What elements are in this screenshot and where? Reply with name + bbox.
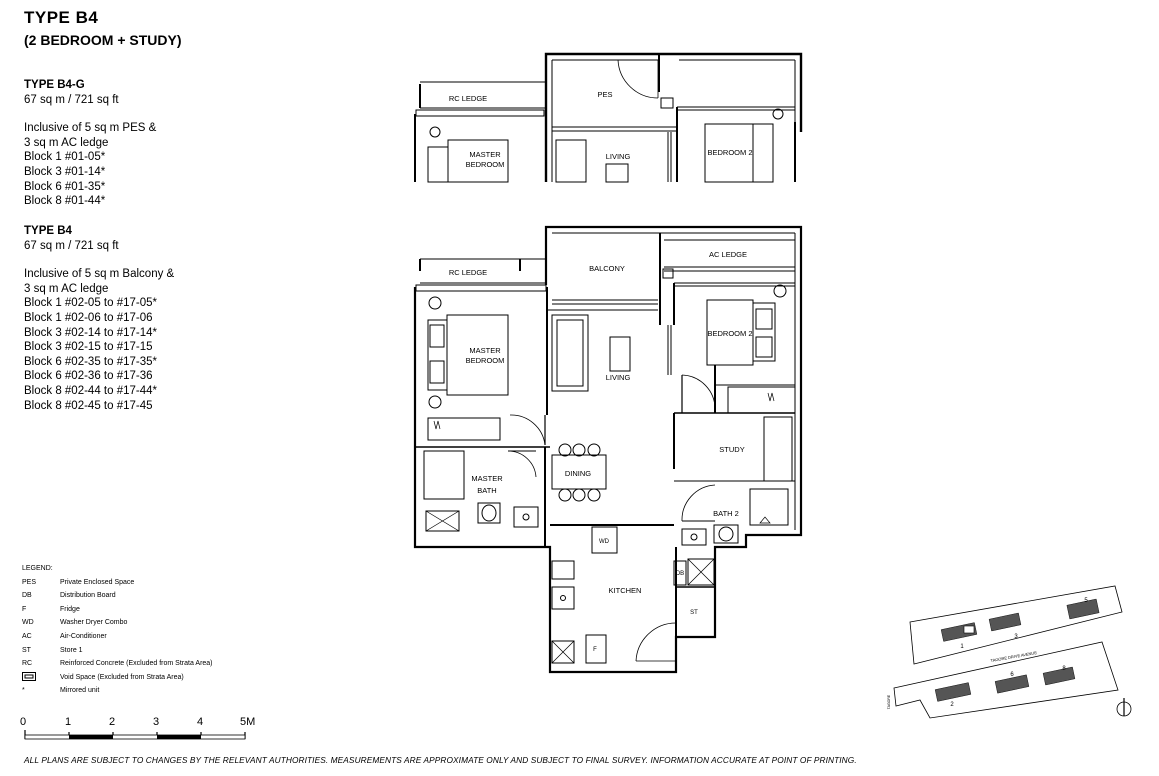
room-label: RC LEDGE: [449, 94, 487, 103]
disclaimer: ALL PLANS ARE SUBJECT TO CHANGES BY THE …: [24, 755, 857, 765]
scale-label: 0: [20, 716, 27, 728]
room-label: DINING: [565, 469, 591, 478]
room-label: BEDROOM: [466, 160, 505, 169]
legend-desc: Mirrored unit: [60, 687, 100, 695]
room-label: BALCONY: [589, 264, 625, 273]
scale-label: 3: [153, 716, 160, 728]
legend-row: AC Air-Conditioner: [22, 630, 213, 644]
scale-ruler: [24, 730, 246, 740]
scale-label: 4: [197, 716, 204, 728]
legend-desc: Distribution Board: [60, 592, 116, 600]
room-label: BATH 2: [713, 509, 739, 518]
block-line: Block 8 #02-44 to #17-44*: [24, 384, 157, 397]
block-line: Block 6 #02-36 to #17-36: [24, 370, 153, 383]
room-label: DB: [676, 571, 684, 577]
block-label: 5: [1084, 598, 1088, 604]
room-label: MASTER: [469, 346, 501, 355]
scale-label: 5M: [240, 716, 256, 728]
unit-info-b4g: TYPE B4-G 67 sq m / 721 sq ft Inclusive …: [24, 78, 156, 209]
legend-key: DB: [22, 592, 32, 600]
unit-note: Inclusive of 5 sq m PES &: [24, 122, 157, 135]
legend-key: ST: [22, 646, 31, 654]
page-subtitle: (2 BEDROOM + STUDY): [24, 32, 182, 48]
legend-row: ST Store 1: [22, 644, 213, 658]
room-label: WD: [599, 539, 610, 545]
legend-row: WD Washer Dryer Combo: [22, 616, 213, 630]
unit-area: 67 sq m / 721 sq ft: [24, 239, 119, 252]
legend-key: F: [22, 605, 27, 613]
block-line: Block 1 #02-06 to #17-06: [24, 311, 153, 324]
legend-key: AC: [22, 632, 32, 640]
block-line: Block 1 #01-05*: [24, 151, 106, 164]
legend-desc: Washer Dryer Combo: [60, 619, 128, 627]
room-label: ST: [690, 610, 698, 616]
floor-plan-b4g: RC LEDGE PES MASTER BEDROOM LIVING BEDRO…: [414, 52, 803, 183]
legend-row: * Mirrored unit: [22, 684, 213, 698]
block-label: 2: [950, 702, 954, 708]
legend-key: WD: [22, 619, 34, 627]
block-line: Block 8 #01-44*: [24, 195, 106, 208]
legend-key: *: [22, 687, 25, 695]
legend-row: F Fridge: [22, 603, 213, 617]
unit-highlight: [963, 625, 975, 634]
legend-desc: Reinforced Concrete (Excluded from Strat…: [60, 660, 213, 668]
room-label: KITCHEN: [609, 586, 642, 595]
unit-note: Inclusive of 5 sq m Balcony &: [24, 268, 175, 281]
legend: LEGEND: PES Private Enclosed Space DB Dist…: [22, 562, 213, 698]
room-label: RC LEDGE: [449, 268, 487, 277]
room-label: MASTER: [469, 150, 501, 159]
room-label: BEDROOM 2: [707, 148, 752, 157]
scale-label: 2: [109, 716, 116, 728]
block-line: Block 6 #01-35*: [24, 180, 106, 193]
block-label: 1: [960, 644, 964, 650]
block-line: Block 3 #02-14 to #17-14*: [24, 326, 157, 339]
room-label: F: [593, 647, 597, 653]
room-label: BEDROOM 2: [707, 329, 752, 338]
unit-info-b4: TYPE B4 67 sq m / 721 sq ft Inclusive of…: [24, 224, 174, 413]
unit-area: 67 sq m / 721 sq ft: [24, 93, 119, 106]
legend-desc: Store 1: [60, 646, 83, 654]
legend-key: RC: [22, 660, 33, 668]
legend-desc: Private Enclosed Space: [60, 578, 135, 586]
legend-desc: Void Space (Excluded from Strata Area): [60, 673, 184, 681]
block-line: Block 8 #02-45 to #17-45: [24, 399, 153, 412]
unit-heading: TYPE B4-G: [24, 79, 85, 91]
block-label: 6: [1010, 672, 1014, 678]
page-title: TYPE B4: [24, 8, 99, 27]
site-key-plan: 1 3 5 2 6 8 TAGORE DRIVE AVENUE TAGORE: [887, 585, 1132, 719]
unit-note: 3 sq m AC ledge: [24, 282, 109, 295]
block-line: Block 3 #01-14*: [24, 165, 106, 178]
unit-heading: TYPE B4: [24, 225, 72, 237]
block-line: Block 1 #02-05 to #17-05*: [24, 297, 157, 310]
legend-title: LEGEND:: [22, 565, 53, 572]
room-label: AC LEDGE: [709, 250, 747, 259]
legend-desc: Air-Conditioner: [60, 632, 107, 640]
legend-row: DB Distribution Board: [22, 589, 213, 603]
legend-row: PES Private Enclosed Space: [22, 576, 213, 590]
legend-key: PES: [22, 578, 37, 586]
block-line: Block 6 #02-35 to #17-35*: [24, 355, 157, 368]
unit-note: 3 sq m AC ledge: [24, 136, 109, 149]
scale-label: 1: [65, 716, 72, 728]
legend-row: Void Space (Excluded from Strata Area): [22, 671, 213, 685]
room-label: MASTER: [471, 474, 503, 483]
north-arrow-icon: [1116, 698, 1132, 717]
room-label: BEDROOM: [466, 356, 505, 365]
room-label: LIVING: [606, 152, 631, 161]
room-label: STUDY: [719, 445, 744, 454]
void-space-icon: [22, 671, 60, 685]
block-line: Block 3 #02-15 to #17-15: [24, 341, 153, 354]
room-label: PES: [597, 90, 612, 99]
road-label: TAGORE: [887, 694, 891, 709]
block-label: 3: [1014, 634, 1018, 640]
legend-row: RC Reinforced Concrete (Excluded from Str…: [22, 657, 213, 671]
room-label: BATH: [477, 486, 496, 495]
block-label: 8: [1062, 666, 1066, 672]
floor-plan-b4: RC LEDGE BALCONY AC LEDGE MASTER BEDROOM…: [413, 225, 803, 674]
room-label: LIVING: [606, 373, 631, 382]
block-clusters: [934, 598, 1100, 702]
legend-desc: Fridge: [60, 605, 80, 613]
